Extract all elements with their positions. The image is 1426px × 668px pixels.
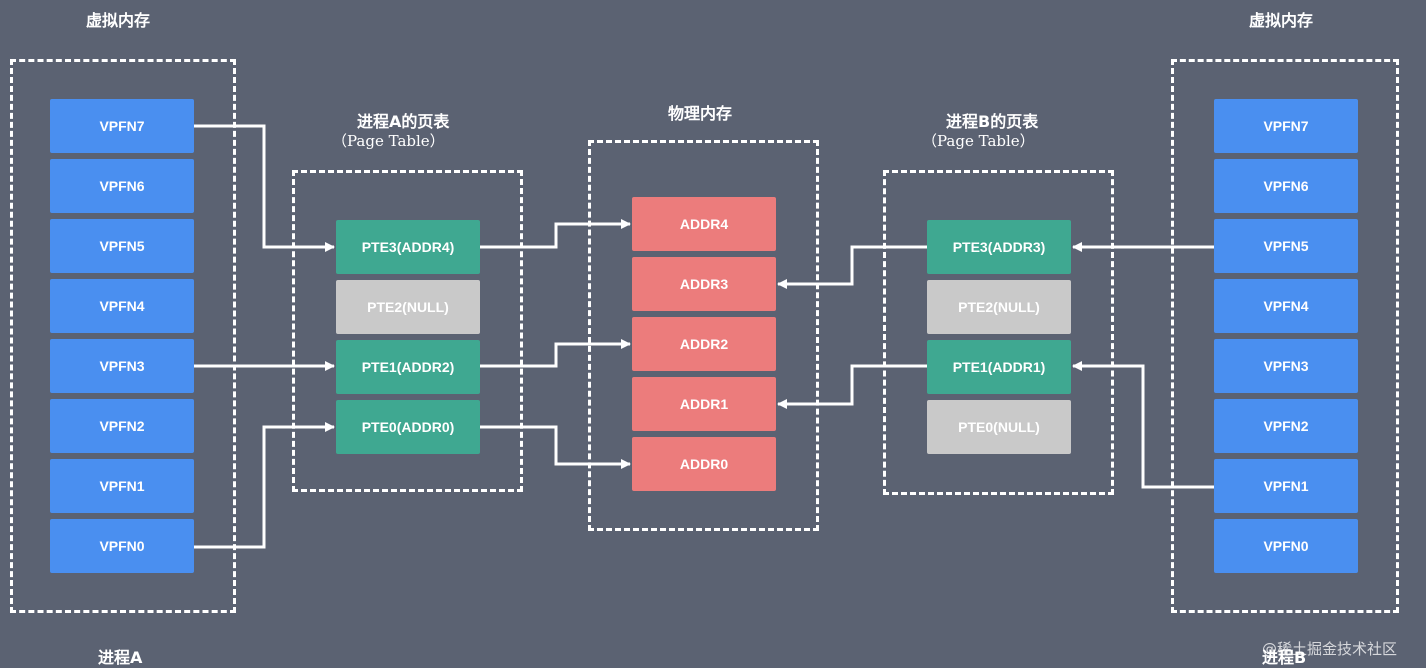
addr-0: ADDR0 bbox=[632, 437, 776, 491]
left-vpfn-4: VPFN4 bbox=[50, 279, 194, 333]
arrow-vpfn0-to-pte0-a bbox=[194, 422, 335, 549]
arrow-vpfn7-to-pte3-a bbox=[194, 124, 335, 252]
page-table-b-panel bbox=[883, 170, 1114, 495]
left-vpfn-6: VPFN6 bbox=[50, 159, 194, 213]
right-vpfn-3: VPFN3 bbox=[1214, 339, 1358, 393]
pte-b-2: PTE2(NULL) bbox=[927, 280, 1071, 334]
pte-b-0: PTE0(NULL) bbox=[927, 400, 1071, 454]
left-vpfn-3: VPFN3 bbox=[50, 339, 194, 393]
left-vpfn-0: VPFN0 bbox=[50, 519, 194, 573]
addr-3: ADDR3 bbox=[632, 257, 776, 311]
physical-memory-panel bbox=[588, 140, 819, 531]
pte-a-0: PTE0(ADDR0) bbox=[336, 400, 480, 454]
physical-memory-title: 物理内存 bbox=[668, 104, 733, 123]
page-table-b-title: 进程B的页表 bbox=[946, 112, 1039, 131]
right-vpfn-5: VPFN5 bbox=[1214, 219, 1358, 273]
left-virtual-memory-title: 虚拟内存 bbox=[86, 11, 151, 30]
pte-b-3: PTE3(ADDR3) bbox=[927, 220, 1071, 274]
arrow-pte1-to-addr1-b bbox=[777, 364, 927, 409]
addr-4: ADDR4 bbox=[632, 197, 776, 251]
right-virtual-memory-title: 虚拟内存 bbox=[1249, 11, 1314, 30]
process-a-label: 进程A bbox=[98, 648, 143, 667]
right-vpfn-0: VPFN0 bbox=[1214, 519, 1358, 573]
page-table-a-title: 进程A的页表 bbox=[357, 112, 450, 131]
right-vpfn-1: VPFN1 bbox=[1214, 459, 1358, 513]
arrow-pte3-to-addr4-a bbox=[480, 219, 631, 249]
arrow-pte3-to-addr3-b bbox=[777, 245, 927, 289]
page-table-b-subtitle: （Page Table） bbox=[922, 132, 1035, 150]
page-table-a-panel bbox=[292, 170, 523, 492]
right-vpfn-6: VPFN6 bbox=[1214, 159, 1358, 213]
pte-a-2: PTE2(NULL) bbox=[336, 280, 480, 334]
pte-a-1: PTE1(ADDR2) bbox=[336, 340, 480, 394]
addr-2: ADDR2 bbox=[632, 317, 776, 371]
right-vpfn-4: VPFN4 bbox=[1214, 279, 1358, 333]
left-vpfn-1: VPFN1 bbox=[50, 459, 194, 513]
arrow-pte1-to-addr2-a bbox=[480, 339, 631, 368]
watermark: @稀土掘金技术社区 bbox=[1262, 640, 1398, 658]
arrow-vpfn1-to-pte1-b bbox=[1072, 361, 1214, 489]
right-vpfn-2: VPFN2 bbox=[1214, 399, 1358, 453]
pte-a-3: PTE3(ADDR4) bbox=[336, 220, 480, 274]
left-virtual-memory-panel bbox=[10, 59, 236, 613]
right-vpfn-7: VPFN7 bbox=[1214, 99, 1358, 153]
arrow-pte0-to-addr0-a bbox=[480, 425, 631, 469]
addr-1: ADDR1 bbox=[632, 377, 776, 431]
pte-b-1: PTE1(ADDR1) bbox=[927, 340, 1071, 394]
left-vpfn-2: VPFN2 bbox=[50, 399, 194, 453]
page-table-a-subtitle: （Page Table） bbox=[332, 132, 445, 150]
process-b-label: 进程B bbox=[1262, 648, 1307, 667]
left-vpfn-7: VPFN7 bbox=[50, 99, 194, 153]
right-virtual-memory-panel bbox=[1171, 59, 1399, 613]
left-vpfn-5: VPFN5 bbox=[50, 219, 194, 273]
